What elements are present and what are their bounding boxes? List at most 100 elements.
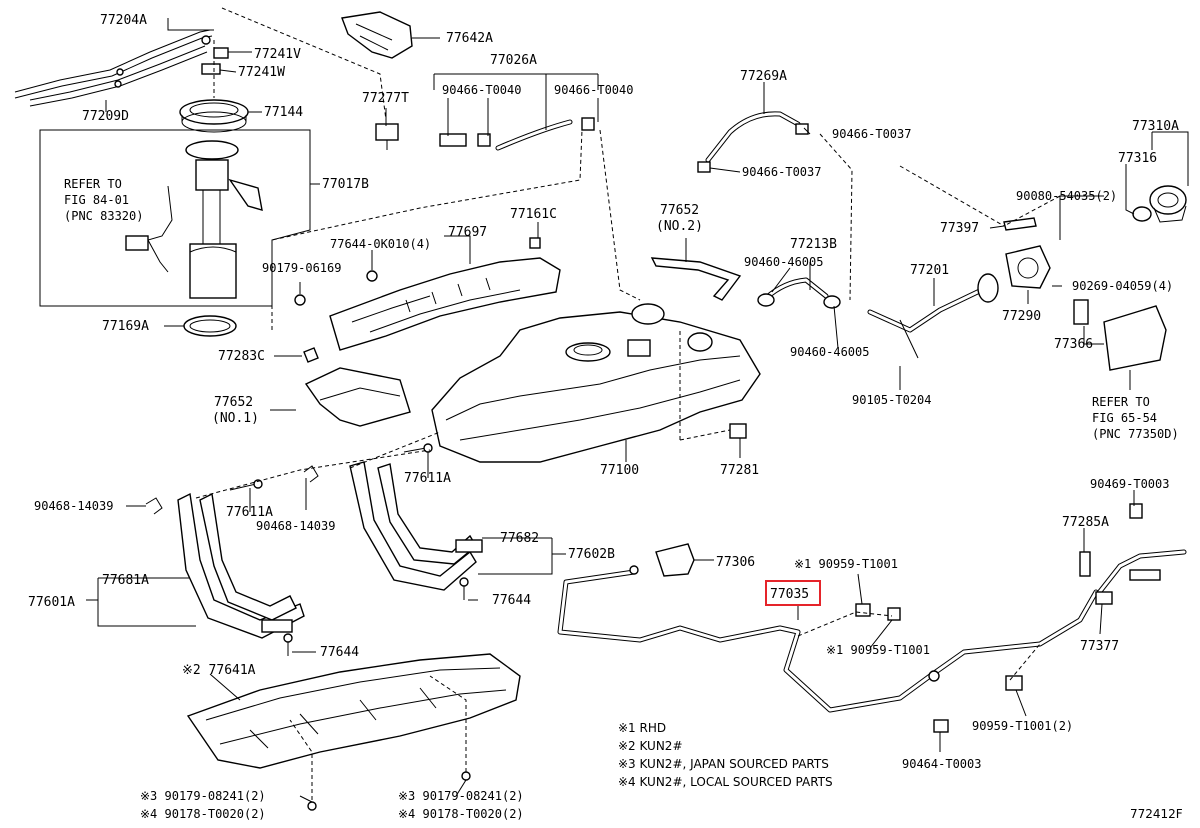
label-90469-T0003[interactable]: 90469-T0003 [1090, 477, 1169, 491]
label-77283C[interactable]: 77283C [218, 349, 265, 364]
filler-neck-77201-illustration [867, 273, 999, 359]
protector-77652-no2-illustration [650, 257, 742, 301]
fuel-tube-77035-illustration [557, 565, 1099, 713]
bolt-77644-illustration [283, 577, 469, 656]
label-90460-46005-a[interactable]: 90460-46005 [744, 255, 823, 269]
label-90178-T0020-a[interactable]: ※4 90178-T0020(2) [140, 807, 266, 821]
bolt-90179-06169-illustration [294, 294, 306, 306]
clip-90464-T0003-illustration [928, 670, 949, 733]
legend-item-2: ※2 KUN2# [618, 739, 683, 753]
fuel-lid-illustration [1073, 299, 1167, 371]
label-77100[interactable]: 77100 [600, 463, 639, 478]
label-77611A-a[interactable]: 77611A [226, 505, 273, 520]
label-90466-T0040-b[interactable]: 90466-T0040 [554, 83, 633, 97]
figure-number: 772412F [1130, 807, 1183, 821]
label-77602B[interactable]: 77602B [568, 547, 615, 562]
refer-fig65-line3: (PNC 77350D) [1092, 427, 1179, 441]
refer-fig65-line2[interactable]: FIG 65-54 [1092, 411, 1157, 425]
label-77601A[interactable]: 77601A [28, 595, 75, 610]
label-77652-no2[interactable]: 77652 [660, 203, 699, 218]
canister-77306-illustration [655, 543, 695, 577]
clip-77241V-illustration [213, 47, 229, 59]
label-77035[interactable]: 77035 [770, 587, 809, 602]
legend-item-1: ※1 RHD [618, 721, 666, 735]
label-90466-T0037-a[interactable]: 90466-T0037 [832, 127, 911, 141]
label-77241W[interactable]: 77241W [238, 65, 285, 80]
label-77017B[interactable]: 77017B [322, 177, 369, 192]
label-90178-T0020-b[interactable]: ※4 90178-T0020(2) [398, 807, 524, 821]
label-77290[interactable]: 77290 [1002, 309, 1041, 324]
label-77611A-b[interactable]: 77611A [404, 471, 451, 486]
label-77652-no1-sub: (NO.1) [212, 411, 259, 426]
label-90179-08241-a[interactable]: ※3 90179-08241(2) [140, 789, 266, 803]
label-90460-46005-b[interactable]: 90460-46005 [790, 345, 869, 359]
tank-protector-77641A-illustration [186, 653, 521, 769]
label-90466-T0040-a[interactable]: 90466-T0040 [442, 83, 521, 97]
refer-fig84-line3: (PNC 83320) [64, 209, 143, 223]
label-77204A[interactable]: 77204A [100, 13, 147, 28]
label-77682[interactable]: 77682 [500, 531, 539, 546]
label-77281[interactable]: 77281 [720, 463, 759, 478]
clip-77241W-illustration [201, 63, 221, 75]
filler-housing-77290-illustration [1005, 245, 1051, 289]
clip-77283C-illustration [303, 347, 319, 363]
label-77285A[interactable]: 77285A [1062, 515, 1109, 530]
label-77306[interactable]: 77306 [716, 555, 755, 570]
tank-band-77601A-illustration [177, 492, 305, 639]
label-90179-06169[interactable]: 90179-06169 [262, 261, 341, 275]
label-77169A[interactable]: 77169A [102, 319, 149, 334]
label-77681A[interactable]: 77681A [102, 573, 149, 588]
label-90179-08241-b[interactable]: ※3 90179-08241(2) [398, 789, 524, 803]
label-90464-T0003[interactable]: 90464-T0003 [902, 757, 981, 771]
label-77644-a[interactable]: 77644 [320, 645, 359, 660]
gasket-77169A-illustration [183, 315, 237, 337]
dashed-assembly-lines [195, 7, 1061, 800]
label-77316[interactable]: 77316 [1118, 151, 1157, 166]
retainer-ring-77144-illustration [179, 99, 249, 133]
label-77209D[interactable]: 77209D [82, 109, 129, 124]
label-90466-T0037-b[interactable]: 90466-T0037 [742, 165, 821, 179]
label-77026A[interactable]: 77026A [490, 53, 537, 68]
label-77269A[interactable]: 77269A [740, 69, 787, 84]
label-77377[interactable]: 77377 [1080, 639, 1119, 654]
label-77310A[interactable]: 77310A [1132, 119, 1179, 134]
valve-77277T-illustration [375, 123, 399, 150]
label-77201[interactable]: 77201 [910, 263, 949, 278]
protector-77652-no1-illustration [304, 367, 411, 427]
filler-cap-77310A-illustration [1149, 185, 1187, 223]
part-labels: 77204A 77241V 77241W 77209D 77144 77017B… [28, 13, 1179, 821]
label-77397[interactable]: 77397 [940, 221, 979, 236]
fuel-pump-assembly-box [39, 129, 311, 307]
label-77366[interactable]: 77366 [1054, 337, 1093, 352]
label-77652-no2-sub: (NO.2) [656, 219, 703, 234]
label-90468-14039-a[interactable]: 90468-14039 [34, 499, 113, 513]
label-90959-T1001-c[interactable]: 90959-T1001(2) [972, 719, 1073, 733]
fuel-line-77204A-illustration [14, 29, 213, 107]
label-77641A[interactable]: ※2 77641A [182, 663, 256, 678]
label-77144[interactable]: 77144 [264, 105, 303, 120]
vent-tube-77026A-illustration [439, 117, 595, 151]
label-77697[interactable]: 77697 [448, 225, 487, 240]
label-90959-T1001-a[interactable]: ※1 90959-T1001 [794, 557, 898, 571]
label-77161C[interactable]: 77161C [510, 207, 557, 222]
label-77644-0K010[interactable]: 77644-0K010(4) [330, 237, 431, 251]
label-90105-T0204[interactable]: 90105-T0204 [852, 393, 931, 407]
label-77644-b[interactable]: 77644 [492, 593, 531, 608]
leader-lines [86, 18, 1189, 803]
label-77652-no1[interactable]: 77652 [214, 395, 253, 410]
hose-77285A-illustration [1079, 503, 1187, 605]
label-90959-T1001-b[interactable]: ※1 90959-T1001 [826, 643, 930, 657]
highlight-box-77035 [765, 580, 821, 606]
refer-fig84-line2[interactable]: FIG 84-01 [64, 193, 129, 207]
label-77277T[interactable]: 77277T [362, 91, 409, 106]
label-77213B[interactable]: 77213B [790, 237, 837, 252]
clip-77161C-illustration [529, 237, 541, 249]
label-77241V[interactable]: 77241V [254, 47, 301, 62]
label-77642A[interactable]: 77642A [446, 31, 493, 46]
label-90269-04059[interactable]: 90269-04059(4) [1072, 279, 1173, 293]
label-90080-54035[interactable]: 90080-54035(2) [1016, 189, 1117, 203]
label-90468-14039-b[interactable]: 90468-14039 [256, 519, 335, 533]
legend: ※1 RHD ※2 KUN2# ※3 KUN2#, JAPAN SOURCED … [618, 721, 833, 789]
refer-fig84-line1: REFER TO [64, 177, 122, 191]
clip-77397-illustration [1003, 217, 1037, 231]
